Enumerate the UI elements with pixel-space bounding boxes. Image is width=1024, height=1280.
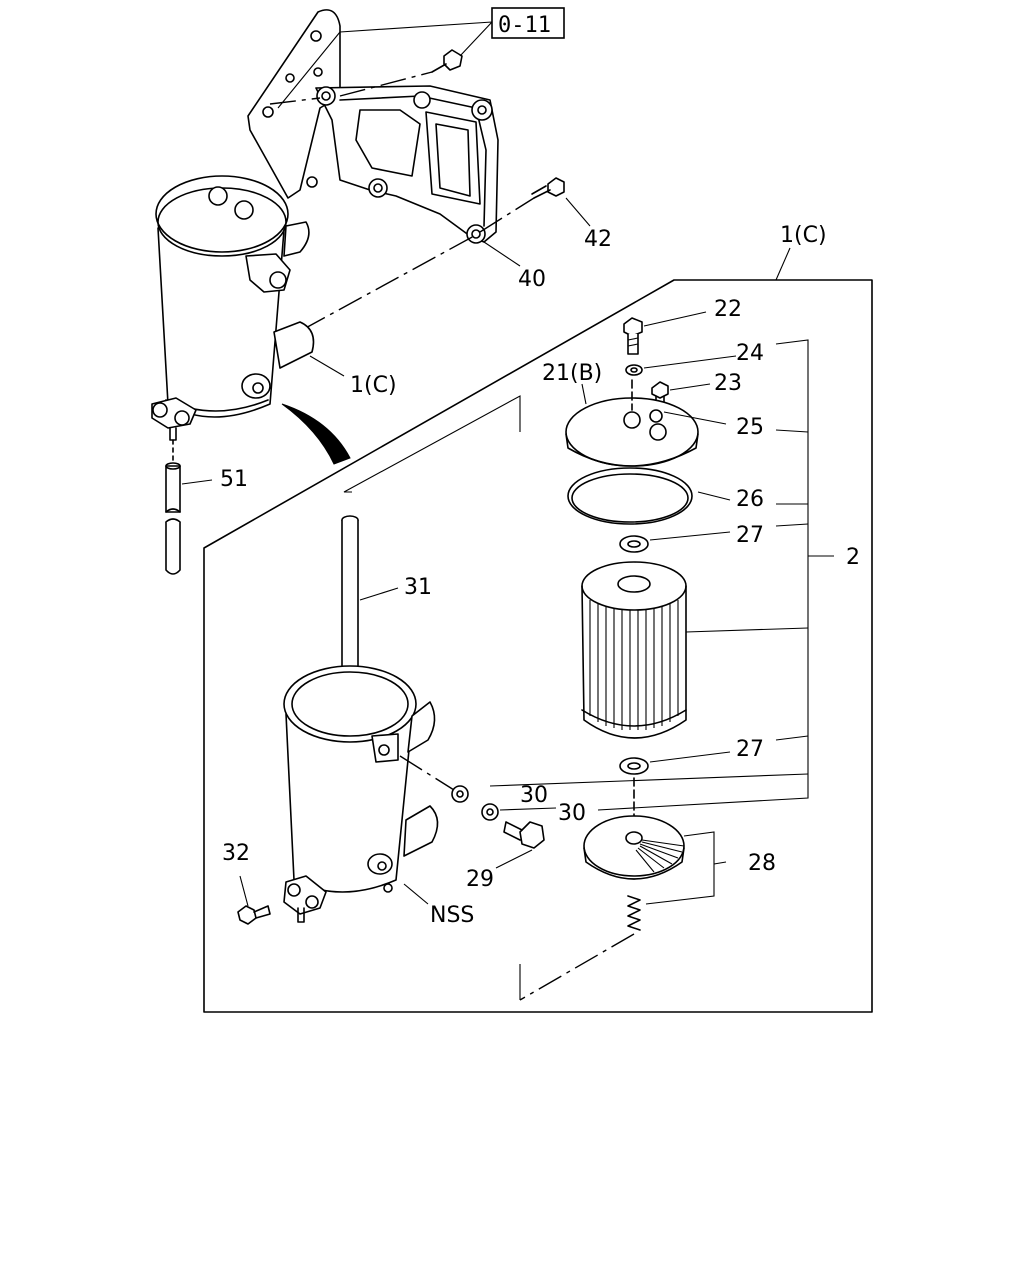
bowl-28 bbox=[583, 815, 685, 880]
label-30-b: 30 bbox=[558, 801, 586, 826]
label-26: 26 bbox=[736, 487, 764, 512]
fuel-filter-assembly bbox=[151, 175, 315, 441]
label-nss: NSS bbox=[430, 903, 474, 928]
bolt-22 bbox=[623, 317, 643, 355]
housing-lower bbox=[283, 665, 439, 923]
washer-24 bbox=[625, 364, 643, 376]
washer-27-top bbox=[619, 535, 649, 553]
cover-21b bbox=[565, 397, 699, 467]
label-29: 29 bbox=[466, 867, 494, 892]
bolt-32 bbox=[237, 905, 271, 925]
detail-frame bbox=[203, 279, 873, 1013]
detail-arrow bbox=[281, 403, 351, 465]
hose-51 bbox=[165, 439, 181, 575]
label-30-a: 30 bbox=[520, 783, 548, 808]
label-42: 42 bbox=[584, 227, 612, 252]
label-27-top: 27 bbox=[736, 523, 764, 548]
label-1c-mid: 1(C) bbox=[350, 373, 397, 398]
label-40: 40 bbox=[518, 267, 546, 292]
label-25: 25 bbox=[736, 415, 764, 440]
label-22: 22 bbox=[714, 297, 742, 322]
bolt-29 bbox=[503, 821, 545, 849]
filter-element bbox=[581, 561, 687, 739]
bolt-42 bbox=[531, 177, 565, 199]
bolt-icon bbox=[431, 49, 463, 73]
washer-30-b bbox=[481, 803, 499, 821]
label-31: 31 bbox=[404, 575, 432, 600]
washer-27-bottom bbox=[619, 757, 649, 775]
reference-label: 0-11 bbox=[498, 13, 551, 38]
reference-box bbox=[491, 7, 565, 39]
label-23: 23 bbox=[714, 371, 742, 396]
label-1c-top: 1(C) bbox=[780, 223, 827, 248]
label-27-bottom: 27 bbox=[736, 737, 764, 762]
label-21b: 21(B) bbox=[542, 361, 602, 386]
label-2: 2 bbox=[846, 545, 860, 570]
label-51: 51 bbox=[220, 467, 248, 492]
label-32: 32 bbox=[222, 841, 250, 866]
spring bbox=[627, 895, 641, 931]
label-28: 28 bbox=[748, 851, 776, 876]
label-24: 24 bbox=[736, 341, 764, 366]
mounting-bracket bbox=[247, 9, 565, 244]
washer-30-a bbox=[451, 785, 469, 803]
oring-26 bbox=[567, 467, 693, 525]
